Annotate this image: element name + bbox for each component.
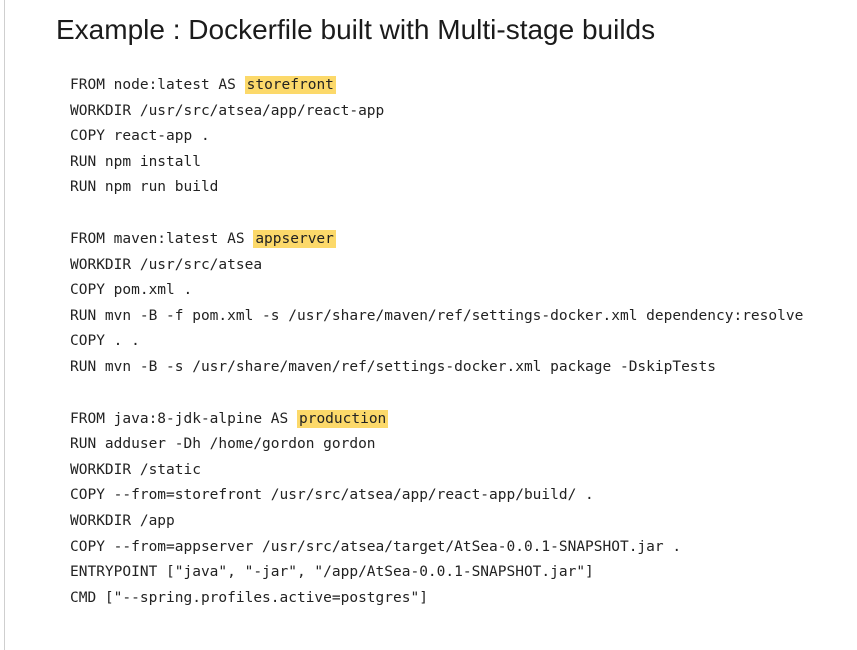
dockerfile-code-block: FROM node:latest AS storefront WORKDIR /… xyxy=(70,73,850,637)
code-line: WORKDIR /static xyxy=(70,461,201,478)
code-line: RUN npm run build xyxy=(70,179,219,196)
from-prefix: FROM maven:latest AS xyxy=(70,230,254,247)
from-prefix: FROM node:latest AS xyxy=(70,77,245,93)
stage-name-highlight: storefront xyxy=(244,76,336,94)
code-line: COPY . . xyxy=(70,333,140,350)
code-line: RUN mvn -B -s /usr/share/maven/ref/setti… xyxy=(70,358,717,375)
code-line: RUN npm install xyxy=(70,153,201,170)
from-prefix: FROM java:8-jdk-alpine AS xyxy=(70,410,297,427)
stage-block-appserver: FROM maven:latest AS appserver WORKDIR /… xyxy=(70,227,850,381)
code-line: CMD ["--spring.profiles.active=postgres"… xyxy=(70,589,428,606)
from-line: FROM node:latest AS storefront xyxy=(70,73,850,99)
code-line: ENTRYPOINT ["java", "-jar", "/app/AtSea-… xyxy=(70,564,594,581)
code-line: COPY pom.xml . xyxy=(70,282,193,299)
from-line: FROM java:8-jdk-alpine AS production xyxy=(70,407,850,433)
from-line: FROM maven:latest AS appserver xyxy=(70,227,850,253)
code-line: COPY react-app . xyxy=(70,128,210,145)
stage-name-highlight: production xyxy=(296,409,389,428)
stage-name-highlight: appserver xyxy=(253,229,336,248)
code-line: WORKDIR /usr/src/atsea/app/react-app xyxy=(70,102,385,119)
stage-block-production: FROM java:8-jdk-alpine AS production RUN… xyxy=(70,407,850,612)
code-line: RUN mvn -B -f pom.xml -s /usr/share/mave… xyxy=(70,307,804,324)
code-line: WORKDIR /usr/src/atsea xyxy=(70,256,263,273)
code-line: RUN adduser -Dh /home/gordon gordon xyxy=(70,436,376,453)
code-line: COPY --from=appserver /usr/src/atsea/tar… xyxy=(70,538,682,555)
code-line: WORKDIR /app xyxy=(70,512,175,529)
left-border-rule xyxy=(4,0,5,650)
code-line: COPY --from=storefront /usr/src/atsea/ap… xyxy=(70,487,594,504)
stage-block-storefront: FROM node:latest AS storefront WORKDIR /… xyxy=(70,73,850,201)
slide-title: Example : Dockerfile built with Multi-st… xyxy=(56,14,656,45)
